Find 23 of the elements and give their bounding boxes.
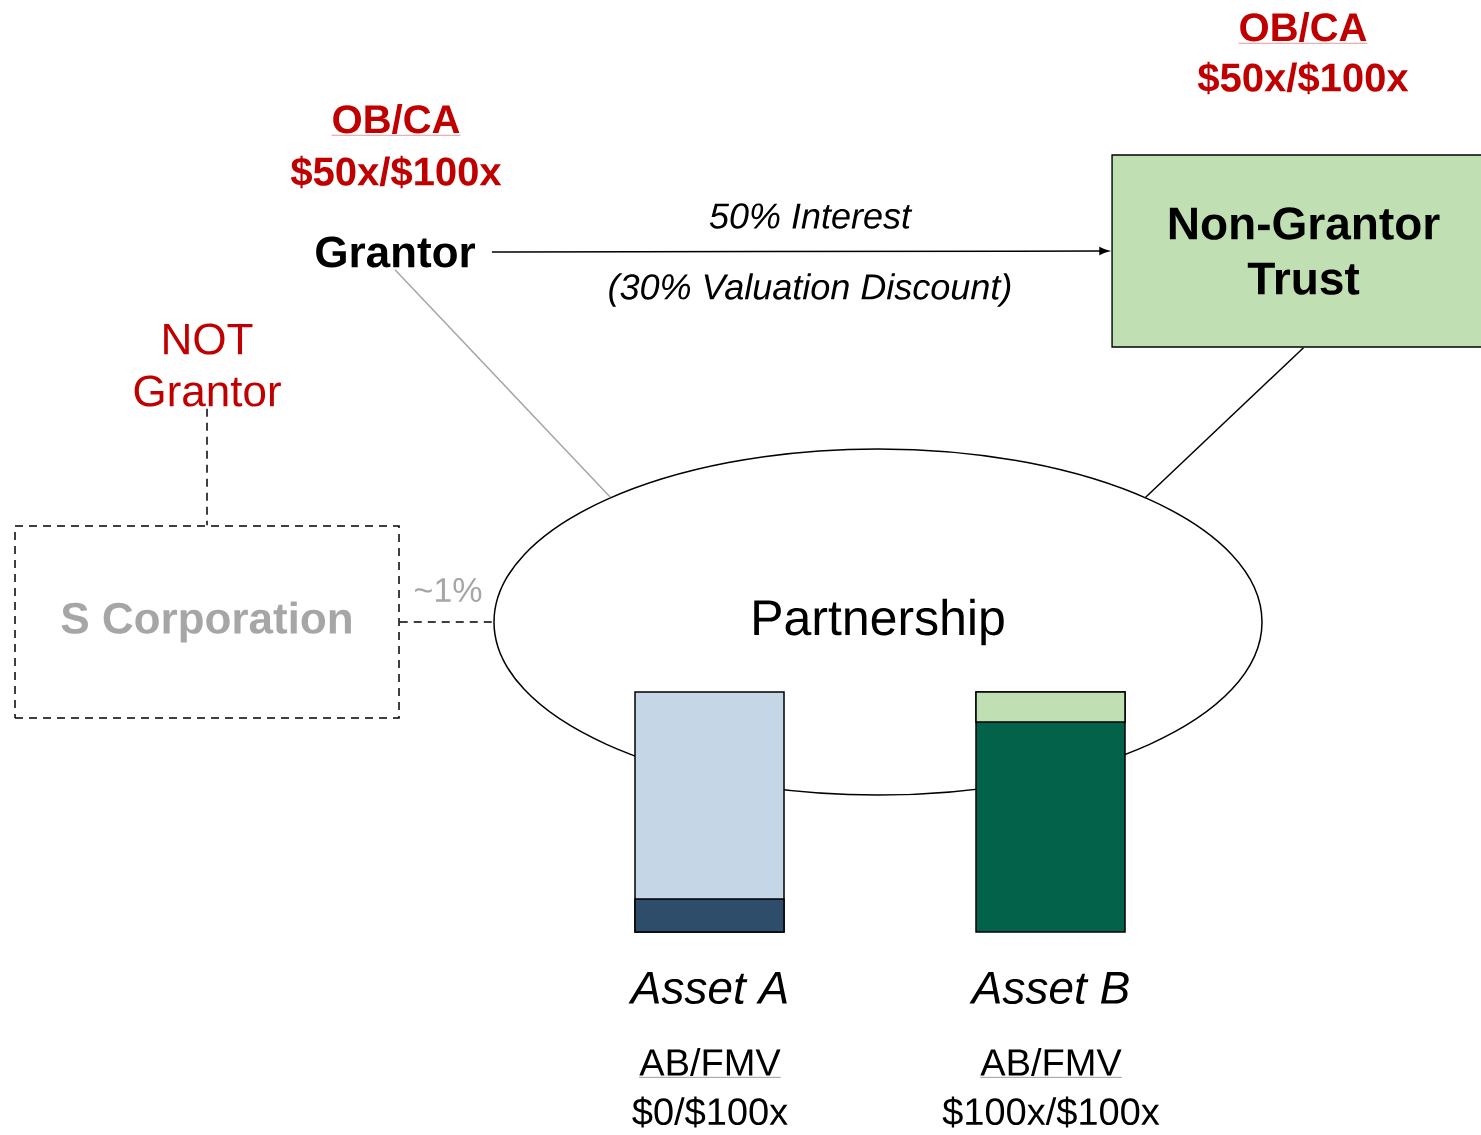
annotation-text: $100x/$100x	[942, 1096, 1160, 1128]
connector	[399, 621, 494, 623]
annotation-text: OB/CA	[331, 104, 461, 136]
connector	[1144, 347, 1305, 498]
annotation-text: (30% Valuation Discount)	[609, 273, 1011, 307]
node-label: Grantor	[316, 236, 475, 268]
edge-label: 50% Interest	[707, 202, 913, 230]
annotation-text: $50x/$100x	[290, 155, 502, 189]
connector	[394, 269, 612, 498]
node-label: Asset B	[969, 971, 1129, 1005]
annotation-text: AB/FMV	[639, 1048, 781, 1078]
edge-label: ~1%	[412, 577, 484, 603]
annotation-text: OB/CA	[1238, 12, 1368, 44]
connector	[206, 408, 208, 526]
trust-box: Non-Grantor Trust	[1111, 154, 1481, 348]
dashed-box: S Corporation	[14, 525, 400, 719]
node-label: Partnership	[754, 598, 1004, 646]
node-label: NOT Grantor	[134, 323, 281, 407]
node-label: Asset A	[628, 971, 787, 1005]
annotation-text: $50x/$100x	[1197, 61, 1409, 95]
annotation-text: AB/FMV	[980, 1048, 1122, 1078]
connector	[491, 247, 1109, 255]
annotation-text: $0/$100x	[632, 1096, 788, 1128]
